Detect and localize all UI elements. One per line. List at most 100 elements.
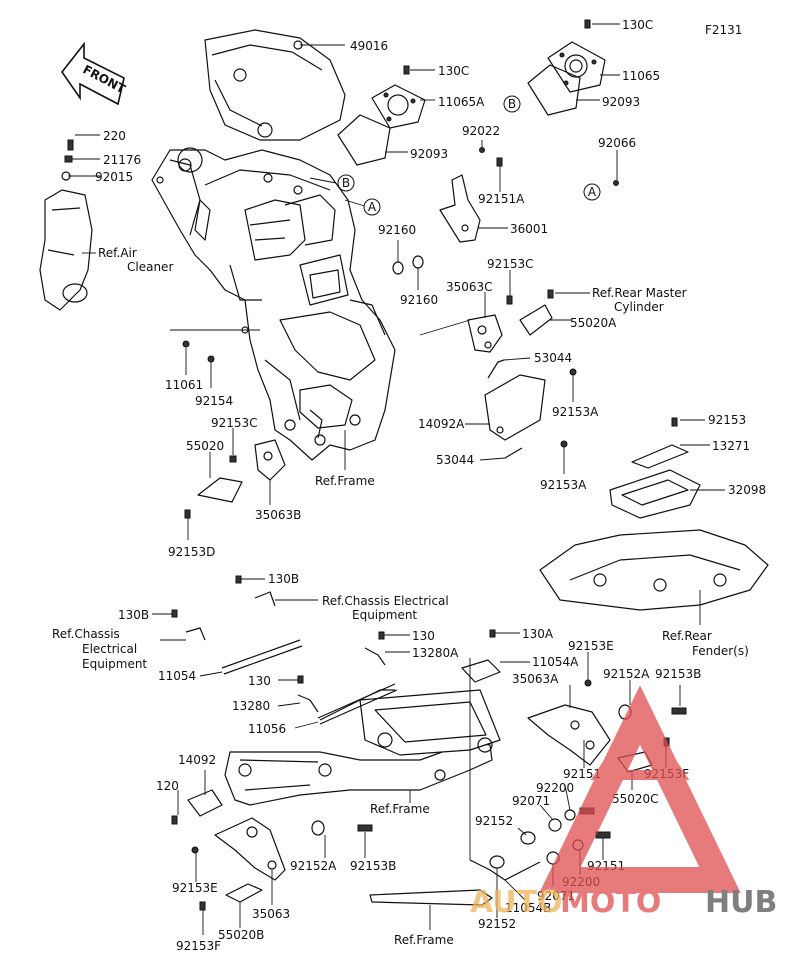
part-label: 130A [522, 627, 554, 641]
part-label: 92151A [478, 192, 525, 206]
part-label: Ref.Rear [662, 629, 712, 643]
wire-harness-11054b-drawing [469, 859, 541, 881]
svg-text:B: B [508, 97, 516, 111]
screw-92154-drawing [207, 355, 215, 363]
part-label: 92071 [512, 794, 550, 808]
bracket-35063-drawing [214, 817, 286, 881]
hose-53044-b-drawing [504, 447, 523, 459]
part-label: 36001 [510, 222, 548, 236]
part-label: 130 [248, 674, 271, 688]
bolt-92153d-drawing [184, 509, 191, 519]
part-label: 92093 [410, 147, 448, 161]
watermark-moto: MOTO [560, 885, 661, 920]
collar-92160-b-drawing [412, 255, 424, 269]
part-label: 92152A [603, 667, 650, 681]
part-label: 92153F [176, 939, 221, 953]
part-label: 55020A [570, 316, 617, 330]
part-label: Electrical [82, 642, 137, 656]
bolt-92153e-b-drawing [191, 846, 199, 854]
part-label: 92154 [195, 394, 233, 408]
part-label: 92153B [350, 859, 396, 873]
part-label: 21176 [103, 153, 141, 167]
hose-53044-a-drawing [487, 359, 505, 379]
front-arrow-icon: FRONT [61, 41, 128, 106]
bolt-92153e-a-drawing [584, 679, 592, 687]
part-label: 11054B [505, 901, 551, 915]
part-label: 55020 [186, 439, 224, 453]
part-label: 92153E [172, 881, 218, 895]
part-label: 92093 [602, 95, 640, 109]
clip-92066-drawing [613, 180, 619, 186]
frame-cover-drawing [204, 29, 346, 141]
part-label: 11061 [165, 378, 203, 392]
bracket-13280-drawing [297, 694, 319, 713]
spacer-92200-a-drawing [564, 809, 576, 821]
part-label: 35063B [255, 508, 301, 522]
part-label: 11054 [158, 669, 196, 683]
main-frame-drawing [151, 147, 396, 461]
bolt-92153a-b-drawing [560, 440, 568, 448]
part-label: 13280 [232, 699, 270, 713]
figure-code: F2131 [705, 23, 742, 37]
callout-b-right: B [503, 95, 521, 113]
part-label: 13271 [712, 439, 750, 453]
part-label: Fender(s) [692, 644, 749, 658]
wire-harness-11054-drawing [221, 639, 303, 675]
part-label: 11056 [248, 722, 286, 736]
part-label: 92066 [598, 136, 636, 150]
part-label: 92160 [378, 223, 416, 237]
callout-a-upper: A [363, 198, 381, 216]
part-label: 130B [268, 572, 299, 586]
part-label: 130C [622, 18, 653, 32]
clamp-cee-b-drawing [185, 627, 206, 641]
bolt-120-drawing [171, 815, 178, 825]
part-label: Ref.Chassis [52, 627, 120, 641]
part-label: 11065A [438, 95, 485, 109]
bolt-130b-b-drawing [171, 609, 178, 618]
part-label: 92022 [462, 124, 500, 138]
bolt-rmc-drawing [547, 289, 554, 299]
svg-text:A: A [588, 185, 597, 199]
bolt-92153b-a-drawing [671, 707, 687, 715]
air-cleaner-duct-drawing [39, 139, 93, 311]
gasket-92093-a-drawing [337, 114, 391, 166]
part-label: 92152 [478, 917, 516, 931]
part-label: 92153D [168, 545, 215, 559]
part-label: 92153E [568, 639, 614, 653]
bolt-92153b-b-drawing [357, 824, 373, 832]
cap-assembly-11065-drawing [547, 19, 606, 93]
part-labels: 49016 130C 11065A 92093 130C 11065 92093… [52, 18, 766, 953]
watermark-logo: AUTO MOTO HUB [470, 685, 777, 920]
bracket-36001-drawing [439, 147, 503, 243]
svg-text:A: A [368, 200, 377, 214]
part-label: 130C [438, 64, 469, 78]
bolt-130b-a-drawing [235, 575, 242, 584]
part-label: Ref.Frame [370, 802, 430, 816]
collar-92152-b-drawing [489, 855, 505, 869]
part-label: 92152 [475, 814, 513, 828]
part-label: 53044 [436, 453, 474, 467]
part-label: Ref.Frame [315, 474, 375, 488]
bolt-92153f-b-drawing [199, 901, 206, 911]
gasket-92093-b-drawing [527, 64, 581, 116]
part-label: 120 [156, 779, 179, 793]
bracket-13280a-drawing [364, 647, 386, 666]
spacer-92152a-b-drawing [311, 820, 325, 836]
part-label: 92153A [540, 478, 587, 492]
part-label: 92153 [708, 413, 746, 427]
holder-11054a-drawing [461, 659, 501, 683]
clip-11061-drawing [182, 340, 190, 348]
part-label: 32098 [728, 483, 766, 497]
bolt-130a-drawing [489, 629, 496, 638]
part-label: 49016 [350, 39, 388, 53]
collar-92152-a-drawing [520, 831, 536, 845]
part-label: 130 [412, 629, 435, 643]
part-label: 35063C [446, 280, 493, 294]
part-label: Ref.Frame [394, 933, 454, 947]
part-label: 13280A [412, 646, 459, 660]
bolt-130-a-drawing [378, 631, 385, 640]
callout-b-upper: B [337, 174, 355, 192]
svg-text:B: B [342, 176, 350, 190]
cover-14092a-drawing [484, 374, 546, 441]
